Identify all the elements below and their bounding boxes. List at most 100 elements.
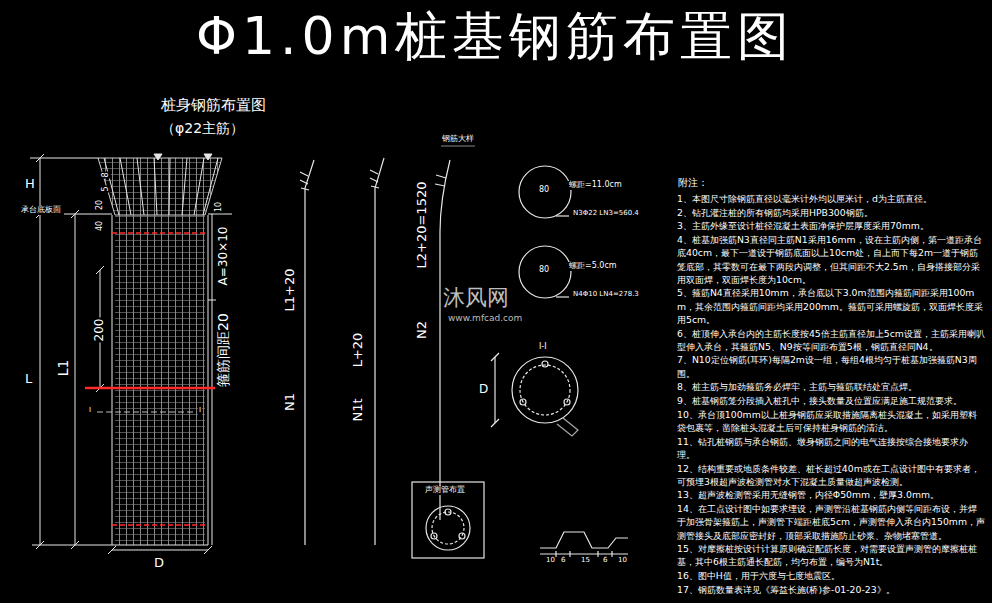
note-text: 12、结构重要或地质条件较差、桩长超过40m或在工点设计图中有要求者，可预埋3根…: [677, 462, 985, 488]
section-views: [512, 357, 578, 423]
pitch-note: 螺距=11.0cm: [568, 181, 623, 190]
note-text: 16、图中H值，用于六度与七度地震区。: [677, 569, 985, 582]
note-text: 6、桩顶伸入承台内的主筋长度按45倍主筋直径加上5cm设置，主筋采用喇叭型伸入承…: [677, 327, 985, 353]
view-subtitle: （φ22主筋）: [160, 121, 245, 136]
section-views: [459, 533, 465, 539]
pile-elevation: [32, 545, 112, 546]
section-views: [491, 353, 499, 361]
rebar-details: [305, 160, 314, 545]
rebar-number: N1: [283, 392, 297, 412]
dimension: D: [478, 383, 489, 396]
rebar-length: L2+20=1520: [415, 181, 429, 270]
section-views: [556, 296, 569, 297]
pile-elevation: [71, 210, 79, 218]
pitch-note: 螺距=5.0cm: [568, 262, 618, 271]
dimension: A=30×10: [217, 226, 230, 287]
pile-elevation: [137, 158, 144, 215]
dimension: 5: [102, 185, 111, 192]
note-text: 13、超声波检测管采用无缝钢管，内径Φ50mm，壁厚3.0mm。: [677, 488, 985, 501]
pile-elevation: [85, 387, 215, 389]
section-views: [494, 357, 495, 423]
note-text: 8、桩主筋与加劲箍筋务必焊牢，主筋与箍筋联结处宜点焊。: [677, 380, 985, 393]
section-views: [519, 246, 571, 298]
dimension: 箍筋间距20: [216, 312, 231, 388]
rebar-details: [440, 160, 450, 520]
note-text: 17、钢筋数量表详见《筹益长施(桥)参-01-20-23》。: [677, 583, 985, 596]
pile-elevation: [108, 546, 116, 554]
dimension: 80: [538, 186, 550, 195]
section-views: [519, 166, 571, 218]
pile-elevation: [40, 158, 41, 545]
note-text: 5、箍筋N4直径采用10mm，承台底以下3.0m范围内箍筋间距采用100mm，其…: [677, 286, 985, 326]
pile-elevation: [115, 215, 205, 545]
pile-elevation: [120, 158, 131, 215]
note-text: 3、主筋外缘至设计桩径混凝土表面净保护层厚度采用70mm。: [677, 219, 985, 232]
pile-elevation: [64, 214, 112, 215]
section-views: [597, 551, 598, 557]
section-views: [520, 399, 526, 405]
section-views: [557, 418, 578, 436]
watermark: www.mfcad.com: [447, 314, 523, 324]
pile-elevation: [112, 232, 208, 234]
rebar-length: L+20: [351, 332, 365, 369]
view-title: 声测管布置: [424, 486, 466, 495]
pile-elevation: [36, 154, 44, 162]
note-text: 10、承台顶100mm以上桩身钢筋应采取措施隔离桩头混凝土，如采用塑料袋包裹等，…: [677, 408, 985, 434]
dimension: 6: [602, 557, 608, 565]
section-views: [445, 509, 451, 515]
section-views: [569, 551, 570, 557]
dimension: H: [24, 177, 36, 191]
section-views: [556, 215, 569, 216]
section-views: [540, 553, 628, 554]
dimension: L: [24, 372, 33, 386]
rebar-details: [300, 172, 309, 190]
dimension: 8: [102, 171, 111, 178]
dimension: L1: [56, 359, 71, 378]
section-views: [491, 419, 499, 427]
rebar-details: [441, 145, 475, 146]
note-text: 2、钻孔灌注桩的所有钢筋均采用HPB300钢筋。: [677, 206, 985, 219]
section-views: [542, 361, 548, 367]
section-views: [426, 506, 470, 550]
dimension: 10: [215, 201, 224, 213]
pile-elevation: [208, 215, 209, 545]
pile-elevation: [112, 524, 208, 526]
section-views: [520, 365, 570, 415]
note-text: 4、桩基加强筋N3直径同主筋N1采用16mm，设在主筋内侧，第一道距承台底40c…: [677, 233, 985, 286]
rebar-details: [300, 146, 475, 545]
sheet-title: Φ1.0m桩基钢筋布置图: [195, 8, 795, 65]
dimension: 40: [96, 220, 105, 232]
part-name: 承台底板面: [20, 206, 62, 215]
pile-elevation: [112, 215, 113, 545]
note-text: 11、钻孔桩钢筋与承台钢筋、墩身钢筋之间的电气连接按综合接地要求办理。: [677, 435, 985, 461]
dimension: 10: [545, 557, 556, 565]
view-title: 钢筋大样: [441, 135, 475, 144]
rebar-spec: N3Φ22 LN3=560.4: [572, 210, 640, 218]
pile-elevation: [169, 158, 170, 215]
section-views: [564, 399, 570, 405]
pile-elevation: [204, 546, 212, 554]
pile-elevation: [112, 545, 208, 546]
pile-elevation: [97, 412, 195, 413]
rebar-number: N1t: [351, 397, 365, 422]
section-views: [412, 482, 484, 558]
section-title: I-I: [538, 343, 548, 352]
rebar-length: L1+20: [283, 268, 297, 313]
rebar-spec: N4Φ10 LN4=278.3: [572, 291, 640, 299]
note-text: 14、在工点设计图中如要求埋设，声测管沿桩基钢筋内侧等间距布设，并焊于加强骨架箍…: [677, 502, 985, 542]
rebar-number: N2: [415, 320, 429, 340]
notes-heading: 附注：: [677, 177, 709, 188]
dimension: 15: [580, 557, 591, 565]
dimension: 200: [93, 318, 106, 343]
rebar-details: [375, 158, 384, 545]
section-mark: I: [88, 407, 92, 415]
note-text: 1、本图尺寸除钢筋直径以毫米计外均以厘米计，d为主筋直径。: [677, 192, 985, 205]
rebar-details: [370, 170, 379, 188]
note-text: 7、N10定位钢筋(耳环)每隔2m设一组，每组4根均匀于桩基加强箍筋N3周围。: [677, 353, 985, 379]
pile-elevation: [182, 158, 187, 215]
pile-elevation: [204, 154, 212, 160]
pile-elevation: [208, 300, 216, 301]
dimension: 80: [538, 266, 550, 275]
dimension: 10: [617, 557, 628, 565]
